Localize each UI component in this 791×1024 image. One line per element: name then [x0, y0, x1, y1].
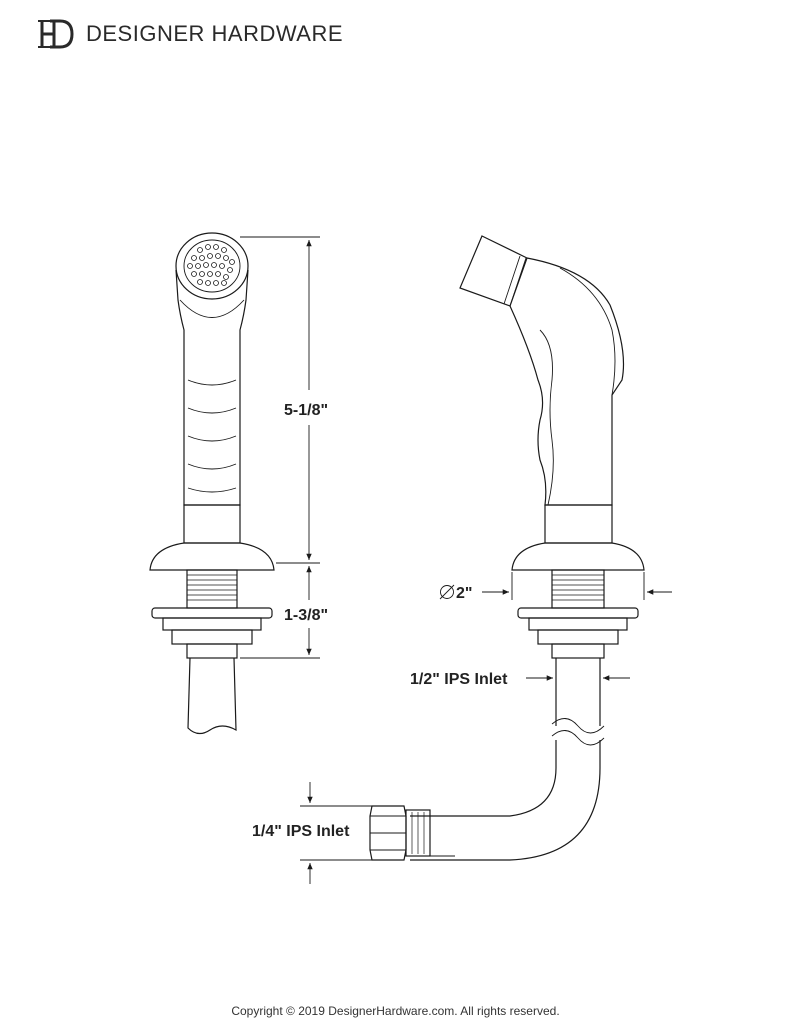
sprayer-side-view: [300, 235, 672, 884]
technical-drawing: 5-1/8" 1-3/8": [149, 232, 672, 884]
height-dimension-label: 5-1/8": [284, 402, 328, 419]
header: DESIGNER HARDWARE: [36, 14, 343, 54]
shank-length-label: 1-3/8": [284, 607, 328, 624]
copyright-footer: Copyright © 2019 DesignerHardware.com. A…: [231, 1004, 560, 1018]
brand-name: DESIGNER HARDWARE: [86, 21, 344, 46]
quarter-inch-inlet-label: 1/4" IPS Inlet: [252, 823, 350, 840]
half-inch-inlet-label: 1/2" IPS Inlet: [410, 671, 508, 688]
diameter-label: 2": [456, 585, 472, 602]
spray-holes: [187, 244, 235, 286]
diameter-symbol-icon: [439, 584, 455, 600]
dh-monogram-icon: [38, 19, 74, 49]
sprayer-front-view: [149, 232, 320, 735]
